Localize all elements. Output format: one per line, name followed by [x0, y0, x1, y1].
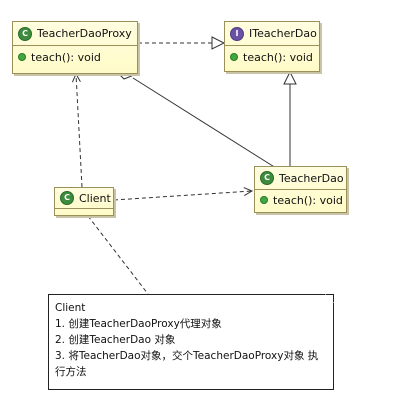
- client-note[interactable]: Client 1. 创建TeacherDaoProxy代理对象 2. 创建Tea…: [48, 294, 334, 390]
- note-fold-corner: [325, 294, 334, 303]
- dao-generalization-triangle: [283, 70, 297, 85]
- class-icon: C: [260, 171, 274, 185]
- class-teacherdaoproxy[interactable]: C TeacherDaoProxy teach(): void: [12, 21, 138, 74]
- operation-signature: teach(): void: [243, 50, 313, 64]
- class-icon: C: [18, 26, 32, 41]
- class-header: C TeacherDaoProxy: [13, 22, 137, 46]
- operation-signature: teach(): void: [273, 193, 343, 207]
- class-name: Client: [79, 191, 111, 205]
- operation-signature: teach(): void: [31, 50, 101, 64]
- note-title: Client: [55, 302, 86, 314]
- client-dao-dependency: [113, 191, 252, 201]
- proxy-realization-triangle: [211, 36, 226, 50]
- class-name: TeacherDao: [279, 171, 344, 185]
- operation-row: teach(): void: [255, 190, 346, 207]
- class-teacherdao[interactable]: C TeacherDao teach(): void: [254, 166, 347, 213]
- public-method-icon: [18, 53, 26, 61]
- public-method-icon: [230, 53, 238, 61]
- interface-icon: I: [230, 26, 244, 41]
- class-name: TeacherDaoProxy: [37, 27, 132, 40]
- class-header: C Client: [55, 188, 113, 209]
- public-method-icon: [260, 196, 268, 204]
- client-proxy-dependency: [76, 74, 83, 188]
- class-header: I ITeacherDao: [225, 22, 319, 46]
- aggregation-line: [132, 77, 277, 169]
- note-line: 1. 创建TeacherDaoProxy代理对象: [55, 318, 222, 330]
- note-line: 2. 创建TeacherDao 对象: [55, 334, 176, 346]
- note-anchor-line: [87, 215, 149, 295]
- class-name: ITeacherDao: [249, 27, 317, 40]
- operation-row: teach(): void: [225, 46, 319, 64]
- class-header: C TeacherDao: [255, 167, 346, 190]
- class-icon: C: [60, 191, 74, 205]
- note-line: 3. 将TeacherDao对象，交个TeacherDaoProxy对象 执行方…: [55, 350, 319, 378]
- class-client[interactable]: C Client: [54, 187, 114, 216]
- interface-iteacherdao[interactable]: I ITeacherDao teach(): void: [224, 21, 320, 72]
- operation-row: teach(): void: [13, 46, 137, 64]
